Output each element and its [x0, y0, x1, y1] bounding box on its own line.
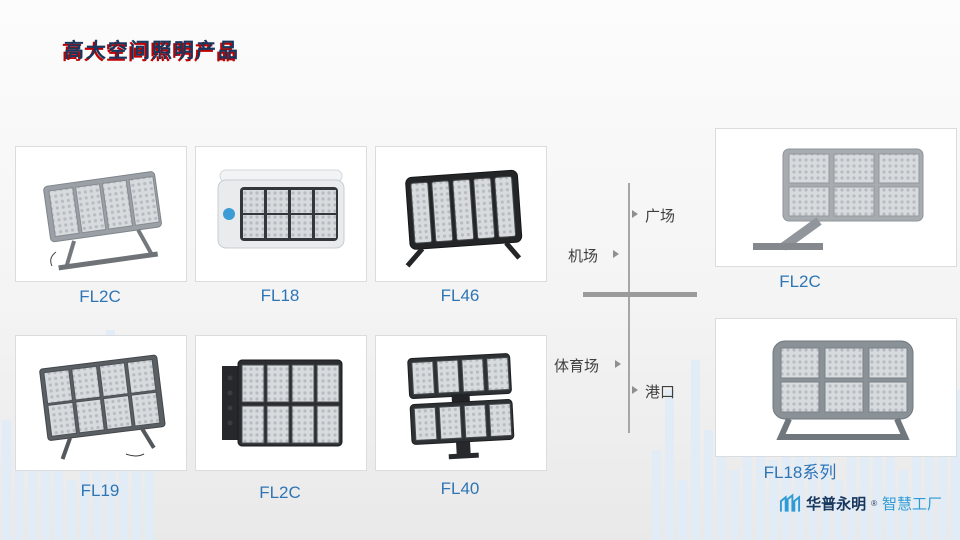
arrow-right-icon — [632, 210, 638, 218]
background-bar — [834, 480, 843, 540]
arrow-right-icon — [632, 386, 638, 394]
fl46-floodlight-image — [405, 169, 523, 268]
background-bar — [912, 410, 921, 540]
background-bar — [938, 440, 947, 540]
diagram-label-stadium: 体育场 — [554, 358, 600, 375]
product-label: FL18系列 — [763, 463, 837, 482]
background-bar — [899, 470, 908, 540]
diagram-vertical-line — [628, 183, 630, 433]
logo-registered-mark: ® — [871, 498, 877, 508]
diagram-label-plaza: 广场 — [645, 208, 676, 225]
background-bar — [678, 480, 687, 540]
background-bar — [665, 390, 674, 540]
background-bar — [951, 390, 960, 540]
background-bar — [782, 380, 791, 540]
product-label: FL18 — [260, 286, 300, 305]
company-logo: 华普永明 ® 智慧工厂 — [779, 492, 942, 514]
fl18-floodlight-image — [217, 169, 345, 249]
background-bar — [704, 430, 713, 540]
background-bar — [691, 360, 700, 540]
product-label: FL40 — [440, 479, 480, 498]
background-bar — [652, 450, 661, 540]
product-card-fl18-series — [715, 318, 957, 457]
background-bar — [873, 390, 882, 540]
product-card-fl2c-bottom — [195, 335, 367, 471]
arrow-right-icon — [615, 360, 621, 368]
background-bar — [93, 440, 102, 540]
fl18-series-floodlight-image — [772, 340, 914, 440]
product-card-fl2c-right — [715, 128, 957, 267]
logo-brand-text: 华普永明 — [806, 495, 867, 513]
diagram-label-airport: 机场 — [568, 248, 599, 265]
background-bar — [795, 440, 804, 540]
product-card-fl2c-top — [15, 146, 187, 282]
diagram-horizontal-line — [583, 292, 697, 297]
fl2c-right-floodlight-image — [753, 148, 924, 251]
background-bar — [769, 460, 778, 540]
product-card-fl46 — [375, 146, 547, 282]
product-card-fl19 — [15, 335, 187, 471]
fl19-floodlight-image — [39, 354, 166, 460]
fl2c-floodlight-image — [43, 170, 162, 270]
arrow-right-icon — [613, 250, 619, 258]
product-label: FL46 — [440, 286, 480, 305]
background-bar — [145, 470, 154, 540]
background-bar — [28, 460, 37, 540]
product-label: FL2C — [79, 287, 121, 306]
background-bar — [821, 420, 830, 540]
logo-building-icon — [780, 493, 801, 512]
product-label: FL2C — [259, 483, 301, 502]
background-bar — [2, 420, 11, 540]
background-bar — [860, 450, 869, 540]
diagram-label-port: 港口 — [645, 384, 676, 401]
background-bar — [730, 470, 739, 540]
fl2c-bottom-floodlight-image — [222, 359, 343, 447]
fl40-floodlight-image — [407, 352, 515, 459]
background-bar — [119, 450, 128, 540]
product-label: FL19 — [80, 481, 120, 500]
product-card-fl18 — [195, 146, 367, 282]
background-bar — [67, 480, 76, 540]
product-card-fl40 — [375, 335, 547, 471]
logo-suffix-text: 智慧工厂 — [881, 495, 942, 513]
background-bar — [743, 400, 752, 540]
page-title: 高大空间照明产品 — [64, 40, 240, 62]
product-label: FL2C — [779, 272, 821, 291]
